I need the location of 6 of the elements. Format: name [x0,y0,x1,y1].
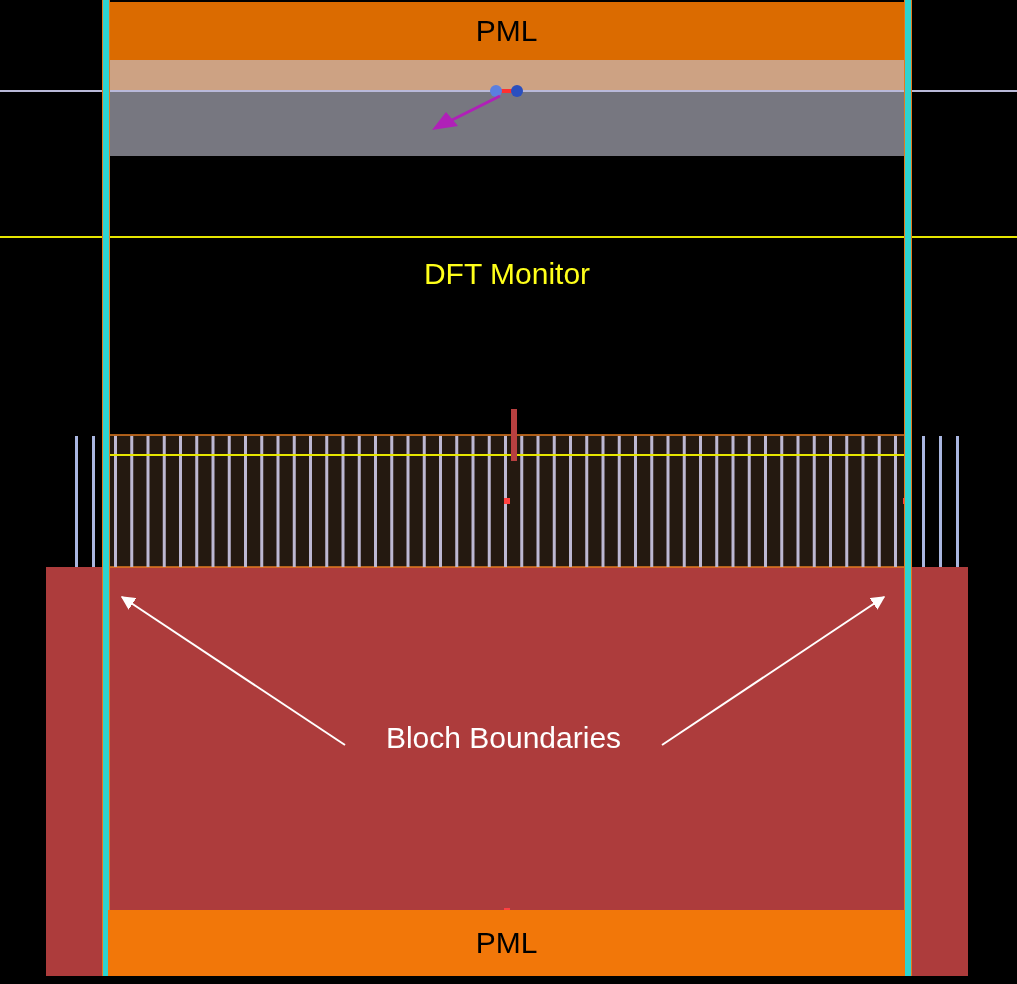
arrow [120,596,346,746]
boundary-label: Bloch Boundaries [347,715,660,761]
arrow [661,596,886,746]
pml-band: PML [108,910,905,976]
monitor-label: DFT Monitor [422,256,592,292]
pml-band: PML [108,2,905,60]
